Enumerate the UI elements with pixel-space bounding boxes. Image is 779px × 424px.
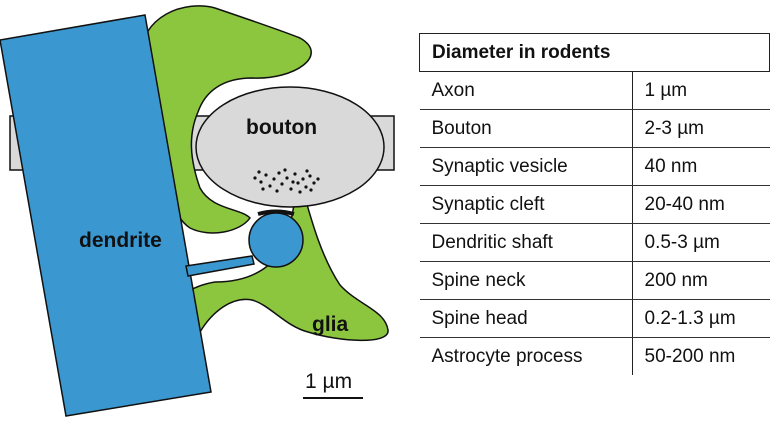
bouton-label: bouton xyxy=(246,116,317,139)
spine-head-shape xyxy=(249,213,303,267)
table-row: Synaptic cleft 20-40 nm xyxy=(420,186,770,224)
diameter-cell: 0.2-1.3 µm xyxy=(632,300,770,338)
diameter-cell: 20-40 nm xyxy=(632,186,770,224)
table-row: Dendritic shaft 0.5-3 µm xyxy=(420,224,770,262)
table-row: Astrocyte process 50-200 nm xyxy=(420,338,770,376)
structure-cell: Spine neck xyxy=(420,262,633,300)
table-row: Axon 1 µm xyxy=(420,72,770,110)
diameter-cell: 50-200 nm xyxy=(632,338,770,376)
structure-cell: Synaptic cleft xyxy=(420,186,633,224)
diameter-cell: 40 nm xyxy=(632,148,770,186)
spine-neck-shape xyxy=(186,256,254,276)
diameter-cell: 1 µm xyxy=(632,72,770,110)
table-header-row: Diameter in rodents xyxy=(420,34,770,72)
scale-bar-label: 1 µm xyxy=(305,370,352,393)
table-row: Spine neck 200 nm xyxy=(420,262,770,300)
structure-cell: Synaptic vesicle xyxy=(420,148,633,186)
table-row: Spine head 0.2-1.3 µm xyxy=(420,300,770,338)
table-header: Diameter in rodents xyxy=(420,34,770,72)
table-row: Synaptic vesicle 40 nm xyxy=(420,148,770,186)
diameter-cell: 0.5-3 µm xyxy=(632,224,770,262)
diameter-cell: 2-3 µm xyxy=(632,110,770,148)
glia-label: glia xyxy=(312,313,348,336)
structure-cell: Spine head xyxy=(420,300,633,338)
structure-cell: Bouton xyxy=(420,110,633,148)
dendrite-label: dendrite xyxy=(79,229,162,252)
diameter-table: Diameter in rodents Axon 1 µm Bouton 2-3… xyxy=(419,33,770,375)
diameter-cell: 200 nm xyxy=(632,262,770,300)
synapse-diagram: dendrite bouton glia 1 µm xyxy=(0,0,400,424)
structure-cell: Dendritic shaft xyxy=(420,224,633,262)
structure-cell: Astrocyte process xyxy=(420,338,633,376)
structure-cell: Axon xyxy=(420,72,633,110)
table-row: Bouton 2-3 µm xyxy=(420,110,770,148)
